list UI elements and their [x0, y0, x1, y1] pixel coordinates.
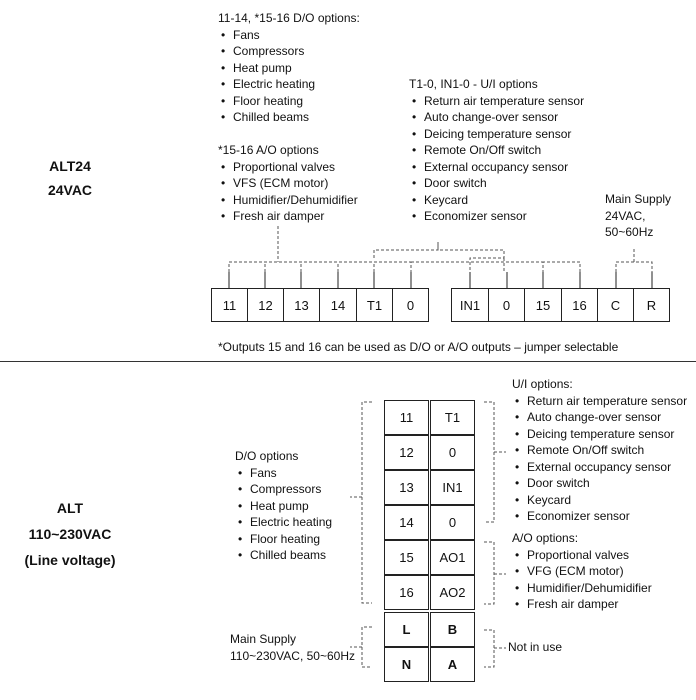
- top-ui-item: Door switch: [409, 175, 584, 192]
- top-ao-item: Fresh air damper: [218, 208, 358, 225]
- bottom-do-list: FansCompressorsHeat pumpElectric heating…: [235, 465, 332, 564]
- top-ao-header: *15-16 A/O options: [218, 143, 319, 157]
- alt-voltage-label: 110~230VAC: [28, 526, 112, 542]
- vertical-terminal: T1: [430, 400, 475, 435]
- bottom-ui-header: U/I options:: [512, 377, 573, 391]
- top-do-header: 11-14, *15-16 D/O options:: [218, 11, 360, 25]
- bottom-ao-options: A/O options: Proportional valvesVFG (ECM…: [512, 530, 652, 613]
- bottom-ao-item: Fresh air damper: [512, 596, 652, 613]
- bottom-ui-item: Economizer sensor: [512, 508, 687, 525]
- vertical-terminal: 11: [384, 400, 429, 435]
- vertical-terminal: 0: [430, 435, 475, 470]
- bottom-ui-item: Door switch: [512, 475, 687, 492]
- top-do-item: Chilled beams: [218, 109, 360, 126]
- vertical-terminal: IN1: [430, 470, 475, 505]
- top-ao-item: Humidifier/Dehumidifier: [218, 192, 358, 209]
- bottom-ui-item: External occupancy sensor: [512, 459, 687, 476]
- bottom-supply-line2: 110~230VAC, 50~60Hz: [230, 648, 355, 663]
- top-do-item: Fans: [218, 27, 360, 44]
- vertical-terminal: A: [430, 647, 475, 682]
- top-do-list: FansCompressorsHeat pumpElectric heating…: [218, 27, 360, 126]
- top-ao-options: *15-16 A/O options Proportional valvesVF…: [218, 142, 358, 225]
- bottom-ui-item: Deicing temperature sensor: [512, 426, 687, 443]
- bottom-do-item: Chilled beams: [235, 547, 332, 564]
- bottom-ui-list: Return air temperature sensorAuto change…: [512, 393, 687, 525]
- alt24-voltage-label: 24VAC: [47, 182, 93, 198]
- bottom-ao-item: VFG (ECM motor): [512, 563, 652, 580]
- vertical-terminal: L: [384, 612, 429, 647]
- top-do-item: Floor heating: [218, 93, 360, 110]
- vertical-terminal: 16: [384, 575, 429, 610]
- bottom-ao-item: Humidifier/Dehumidifier: [512, 580, 652, 597]
- bottom-main-supply: Main Supply 110~230VAC, 50~60Hz: [230, 631, 355, 664]
- bottom-supply-line1: Main Supply: [230, 632, 297, 646]
- vertical-terminal: 14: [384, 505, 429, 540]
- bottom-do-item: Heat pump: [235, 498, 332, 515]
- top-supply-line2: 24VAC, 50~60Hz: [605, 208, 654, 240]
- vertical-terminal: N: [384, 647, 429, 682]
- top-ui-options: T1-0, IN1-0 - U/I options Return air tem…: [409, 76, 584, 225]
- top-ao-item: VFS (ECM motor): [218, 175, 358, 192]
- section-divider: [0, 361, 696, 362]
- not-in-use-label: Not in use: [508, 640, 563, 654]
- top-ui-item: External occupancy sensor: [409, 159, 584, 176]
- top-ui-item: Economizer sensor: [409, 208, 584, 225]
- top-ui-item: Deicing temperature sensor: [409, 126, 584, 143]
- top-main-supply: Main Supply 24VAC, 50~60Hz: [605, 191, 696, 241]
- vertical-terminal: AO2: [430, 575, 475, 610]
- alt-line-voltage-note: (Line voltage): [24, 552, 116, 568]
- top-ui-item: Remote On/Off switch: [409, 142, 584, 159]
- bottom-do-item: Floor heating: [235, 531, 332, 548]
- vertical-terminal: 0: [430, 505, 475, 540]
- bottom-ao-header: A/O options:: [512, 531, 579, 545]
- terminal-0-a: 0: [392, 288, 429, 322]
- bottom-do-item: Compressors: [235, 481, 332, 498]
- alt24-model-label: ALT24: [49, 158, 91, 174]
- top-ui-list: Return air temperature sensorAuto change…: [409, 93, 584, 225]
- top-do-options: 11-14, *15-16 D/O options: FansCompresso…: [218, 10, 360, 126]
- top-ao-item: Proportional valves: [218, 159, 358, 176]
- top-ui-item: Return air temperature sensor: [409, 93, 584, 110]
- top-supply-line1: Main Supply: [605, 192, 672, 206]
- vertical-terminal: 13: [384, 470, 429, 505]
- top-do-item: Heat pump: [218, 60, 360, 77]
- top-ui-item: Auto change-over sensor: [409, 109, 584, 126]
- top-ui-header: T1-0, IN1-0 - U/I options: [409, 77, 538, 91]
- bottom-do-header: D/O options: [235, 449, 299, 463]
- bottom-ui-options: U/I options: Return air temperature sens…: [512, 376, 687, 525]
- top-do-item: Compressors: [218, 43, 360, 60]
- top-footnote: *Outputs 15 and 16 can be used as D/O or…: [218, 340, 619, 354]
- bottom-ui-item: Auto change-over sensor: [512, 409, 687, 426]
- bottom-do-options: D/O options FansCompressorsHeat pumpElec…: [235, 448, 332, 564]
- top-ao-list: Proportional valvesVFS (ECM motor)Humidi…: [218, 159, 358, 225]
- alt-model-label: ALT: [56, 500, 84, 516]
- bottom-ui-item: Keycard: [512, 492, 687, 509]
- bottom-ao-item: Proportional valves: [512, 547, 652, 564]
- bottom-ao-list: Proportional valvesVFG (ECM motor)Humidi…: [512, 547, 652, 613]
- terminal-r: R: [633, 288, 670, 322]
- vertical-terminal: B: [430, 612, 475, 647]
- bottom-ui-item: Remote On/Off switch: [512, 442, 687, 459]
- vertical-terminal: AO1: [430, 540, 475, 575]
- top-ui-item: Keycard: [409, 192, 584, 209]
- bottom-do-item: Fans: [235, 465, 332, 482]
- bottom-do-item: Electric heating: [235, 514, 332, 531]
- vertical-terminal: 15: [384, 540, 429, 575]
- top-do-item: Electric heating: [218, 76, 360, 93]
- bottom-ui-item: Return air temperature sensor: [512, 393, 687, 410]
- vertical-terminal: 12: [384, 435, 429, 470]
